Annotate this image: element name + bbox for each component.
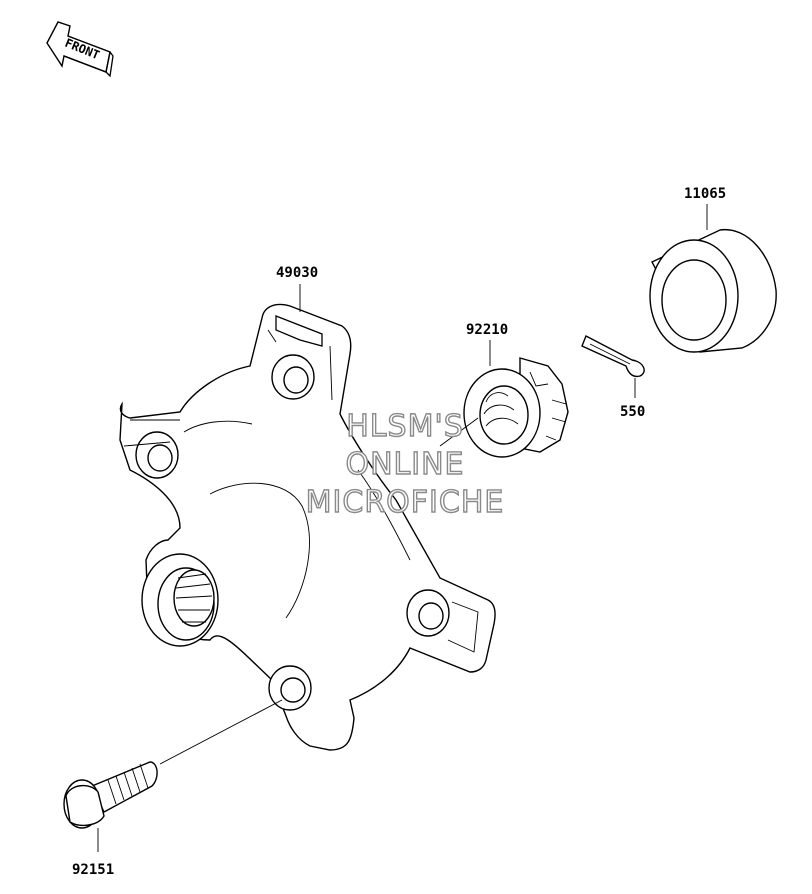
- part-label-pin: 550: [620, 404, 645, 420]
- leader-lines: [97, 204, 708, 852]
- cap-part: [649, 229, 777, 353]
- hub-part: [119, 303, 496, 751]
- watermark: HLSM'S ONLINE MICROFICHE: [305, 408, 505, 520]
- part-label-bolt: 92151: [72, 862, 114, 878]
- bolt-part: [63, 761, 158, 829]
- part-label-hub: 49030: [276, 265, 318, 281]
- part-label-nut: 92210: [466, 322, 508, 338]
- pin-part: [581, 335, 645, 378]
- front-arrow: FRONT: [46, 21, 114, 78]
- nut-part: [463, 357, 569, 458]
- watermark-line-2: ONLINE: [345, 447, 464, 482]
- part-label-cap: 11065: [684, 186, 726, 202]
- watermark-line-1: HLSM'S: [346, 409, 464, 444]
- watermark-line-3: MICROFICHE: [306, 485, 505, 520]
